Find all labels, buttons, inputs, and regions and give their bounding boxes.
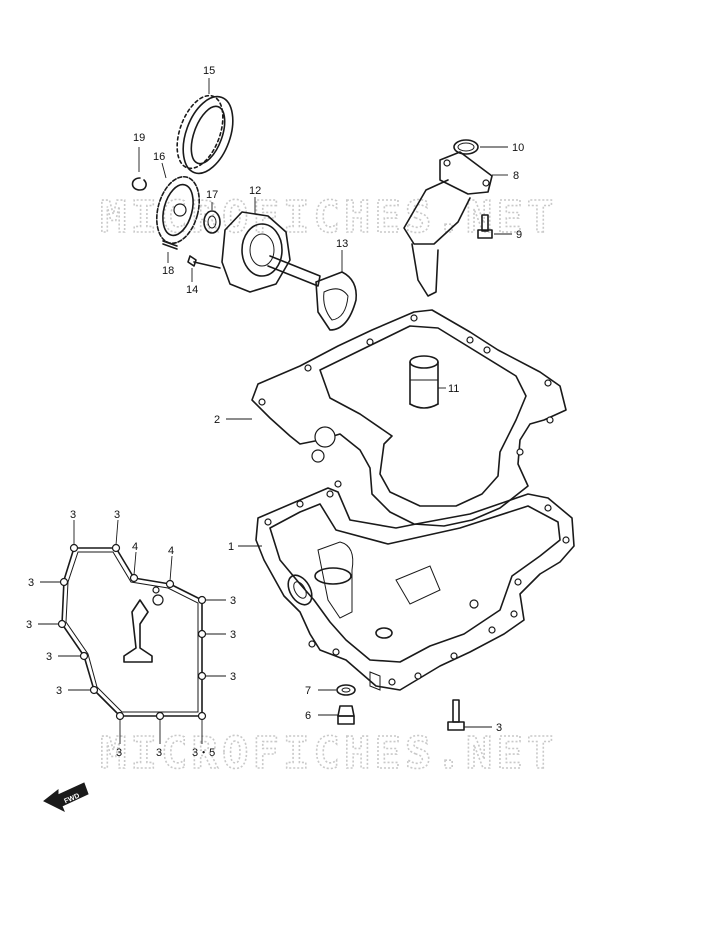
part-19-circlip bbox=[131, 147, 147, 191]
part-15-gear-ring bbox=[176, 78, 234, 175]
callout-4-b: 4 bbox=[168, 545, 174, 557]
callout-15: 15 bbox=[203, 65, 215, 77]
callout-6: 6 bbox=[305, 710, 311, 722]
callout-3-k: 3 bbox=[156, 747, 162, 759]
callout-3-h: 3 bbox=[230, 629, 236, 641]
callout-2: 2 bbox=[214, 414, 220, 426]
part-7-gasket-washer bbox=[318, 684, 356, 696]
part-17-washer bbox=[203, 202, 221, 234]
watermark-bottom: MICROFICHES.NET bbox=[100, 728, 557, 779]
part-9-bolt bbox=[477, 214, 512, 239]
callout-3-bolt: 3 bbox=[496, 722, 502, 734]
part-3-bolt-right bbox=[447, 699, 492, 731]
fwd-arrow-icon: FWD bbox=[43, 782, 89, 813]
callout-14: 14 bbox=[186, 284, 198, 296]
callout-8: 8 bbox=[513, 170, 519, 182]
callout-3-b: 3 bbox=[114, 509, 120, 521]
gasket-plate-left bbox=[38, 519, 226, 744]
callout-12: 12 bbox=[249, 185, 261, 197]
part-14-bolt bbox=[187, 255, 221, 282]
part-10-o-ring bbox=[453, 139, 508, 155]
callout-10: 10 bbox=[512, 142, 524, 154]
part-1-oil-pan bbox=[238, 487, 575, 691]
callout-7: 7 bbox=[305, 685, 311, 697]
callout-3-f: 3 bbox=[56, 685, 62, 697]
callout-11: 11 bbox=[448, 383, 459, 395]
part-13-gasket bbox=[315, 250, 358, 331]
callout-16: 16 bbox=[153, 151, 165, 163]
part-12-oil-pump bbox=[221, 197, 321, 293]
callout-3-j: 3 bbox=[116, 747, 122, 759]
part-2-baffle-plate bbox=[226, 309, 567, 527]
callout-3-g: 3 bbox=[230, 595, 236, 607]
callout-1: 1 bbox=[228, 541, 234, 553]
part-6-drain-plug bbox=[318, 705, 355, 725]
callout-18: 18 bbox=[162, 265, 174, 277]
callout-3-c: 3 bbox=[28, 577, 34, 589]
part-11-pipe bbox=[409, 355, 446, 409]
callout-3-d: 3 bbox=[26, 619, 32, 631]
callout-9: 9 bbox=[516, 229, 522, 241]
callout-3-e: 3 bbox=[46, 651, 52, 663]
callout-3-i: 3 bbox=[230, 671, 236, 683]
part-8-oil-strainer bbox=[403, 151, 508, 297]
callout-4-a: 4 bbox=[132, 541, 138, 553]
callout-13: 13 bbox=[336, 238, 348, 250]
callout-19: 19 bbox=[133, 132, 145, 144]
callout-3-a: 3 bbox=[70, 509, 76, 521]
callout-17: 17 bbox=[206, 189, 218, 201]
callout-3-5: 3・5 bbox=[192, 747, 215, 759]
part-18-pin bbox=[162, 240, 178, 263]
